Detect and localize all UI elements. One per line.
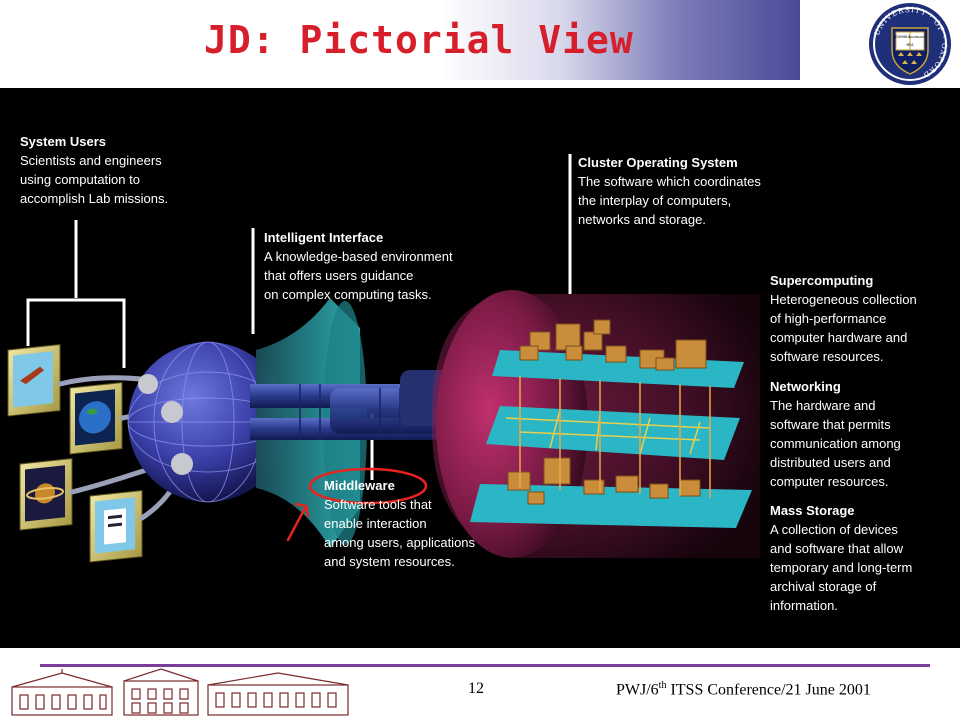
middleware-highlight (286, 467, 428, 542)
mass-storage-layer (470, 457, 752, 528)
footer-superscript: th (658, 680, 667, 691)
label-body: The hardware and software that permits c… (770, 398, 901, 489)
label-heading: Networking (770, 379, 841, 394)
label-supercomputing: Supercomputing Heterogeneous collection … (770, 271, 917, 366)
label-networking: Networking The hardware and software tha… (770, 377, 901, 491)
user-monitors (7, 343, 143, 563)
label-body: A knowledge-based environment that offer… (264, 249, 453, 302)
system-diagram-artwork (7, 154, 760, 563)
label-body: The software which coordinates the inter… (578, 174, 761, 227)
system-diagram: System Users Scientists and engineers us… (0, 88, 960, 648)
label-heading: Intelligent Interface (264, 230, 384, 245)
label-body: Scientists and engineers using computati… (20, 153, 169, 206)
layer-connectors (519, 376, 711, 498)
footer-suffix: ITSS Conference/21 June 2001 (666, 681, 871, 699)
page-number: 12 (468, 680, 484, 697)
label-system-users: System Users Scientists and engineers us… (20, 132, 168, 208)
slide-title: JD: Pictorial View (204, 18, 634, 62)
label-heading: Middleware (324, 478, 395, 493)
footer-buildings-image (11, 668, 349, 716)
label-heading: Cluster Operating System (578, 155, 738, 170)
label-cluster-os: Cluster Operating System The software wh… (578, 153, 761, 229)
supercomputing-layer (492, 319, 744, 388)
networking-layer (486, 406, 740, 460)
footer-prefix: PWJ/6 (616, 681, 659, 699)
crest-book-line-2: ILLUMINATIO (909, 35, 925, 39)
label-body: Heterogeneous collection of high-perform… (770, 292, 917, 364)
label-heading: Supercomputing (770, 273, 874, 288)
label-intelligent-interface: Intelligent Interface A knowledge-based … (264, 228, 453, 304)
university-crest-logo: UNIVERSITY · OF · OXFORD DOMINUS ILLUMIN… (869, 3, 951, 85)
intelligent-interface-globe (127, 341, 289, 503)
title-bar (0, 0, 800, 80)
crest-book-line-1: DOMINUS (895, 35, 910, 39)
label-heading: System Users (20, 134, 106, 149)
footer-rule (40, 664, 930, 667)
footer-citation: PWJ/6th ITSS Conference/21 June 2001 (616, 680, 871, 699)
label-middleware: Middleware Software tools that enable in… (324, 476, 475, 571)
label-body: A collection of devices and software tha… (770, 522, 913, 613)
label-mass-storage: Mass Storage A collection of devices and… (770, 501, 912, 615)
crest-book-line-3: MEA (907, 43, 915, 47)
label-heading: Mass Storage (770, 503, 855, 518)
label-body: Software tools that enable interaction a… (324, 497, 476, 569)
